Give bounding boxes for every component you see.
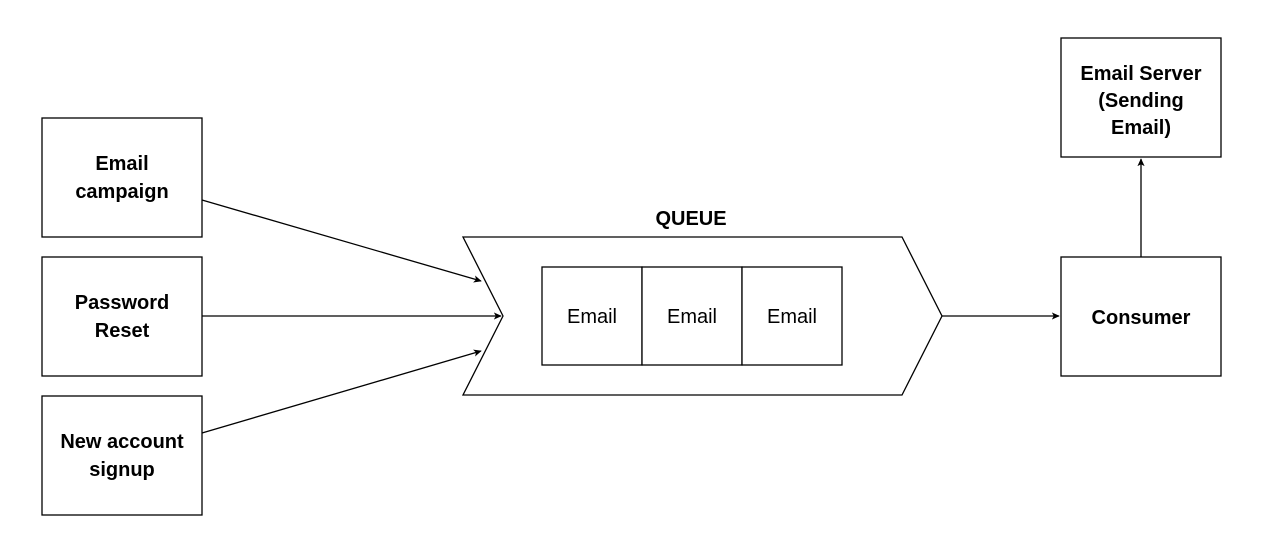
password-reset-box [41,256,203,377]
password-reset-label-line2: Reset [95,320,150,342]
consumer-box [1060,256,1222,377]
email-server-label-line2: (Sending [1098,90,1184,112]
consumer-node: Consumer [1060,256,1222,377]
new-account-signup-box [41,395,203,516]
queue-title: QUEUE [655,208,726,230]
queue-item-label: Email [567,306,617,328]
email-server-box [1060,37,1222,158]
queue-items: Email Email Email [541,266,843,366]
queue-item-label: Email [767,306,817,328]
new-account-signup-label-line2: signup [89,459,155,481]
arrow-email-campaign-to-queue [201,199,482,283]
email-campaign-node: Email campaign [41,117,203,238]
password-reset-label-line1: Password [75,292,169,314]
email-server-label-line1: Email Server [1080,63,1201,85]
email-server-node: Email Server (Sending Email) [1060,37,1222,158]
queue-item-box [741,266,843,366]
queue-item-box [541,266,643,366]
consumer-label: Consumer [1092,307,1191,329]
email-campaign-box [41,117,203,238]
arrow-new-account-to-queue [201,349,482,434]
email-server-label-line3: Email) [1111,117,1171,139]
new-account-signup-node: New account signup [41,395,203,516]
queue-item-label: Email [667,306,717,328]
new-account-signup-label-line1: New account [60,431,184,453]
queue-item-box [641,266,743,366]
email-campaign-label-line2: campaign [75,181,168,203]
email-campaign-label-line1: Email [95,153,148,175]
password-reset-node: Password Reset [41,256,203,377]
